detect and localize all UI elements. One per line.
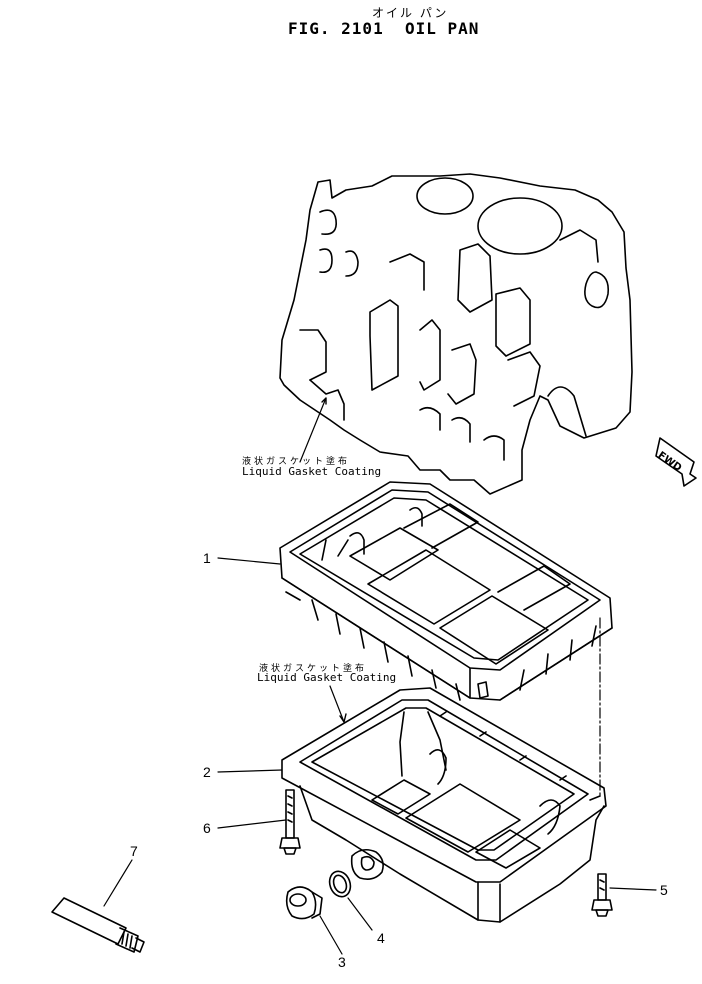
fwd-direction-marker [655,437,697,487]
note-en-upper: Liquid Gasket Coating [242,465,382,478]
oil-pan-upper-part-1 [279,481,613,701]
note-en-lower: Liquid Gasket Coating [257,671,397,684]
callout-1: 1 [203,550,211,566]
figure-title-kana: オイル パン [372,6,449,20]
drain-plug-part-3 [285,886,323,920]
callout-3: 3 [338,954,346,970]
bolt-part-6 [279,789,301,855]
note-jp-lower: 液状ガスケット塗布 [259,664,368,674]
callout-6: 6 [203,820,211,836]
figure-title: FIG. 2101 OIL PAN [288,19,480,38]
callout-4: 4 [377,930,385,946]
callout-2: 2 [203,764,211,780]
liquid-gasket-tube-part-7 [51,897,145,953]
gasket-ring-part-4 [328,870,352,898]
note-jp-upper: 液状ガスケット塗布 [242,457,351,467]
callout-5: 5 [660,882,668,898]
callout-7: 7 [130,843,138,859]
engine-block [279,173,633,495]
leader-lines [103,397,657,955]
oil-pan-lower-part-2 [281,687,607,923]
bolt-part-5 [591,873,613,917]
